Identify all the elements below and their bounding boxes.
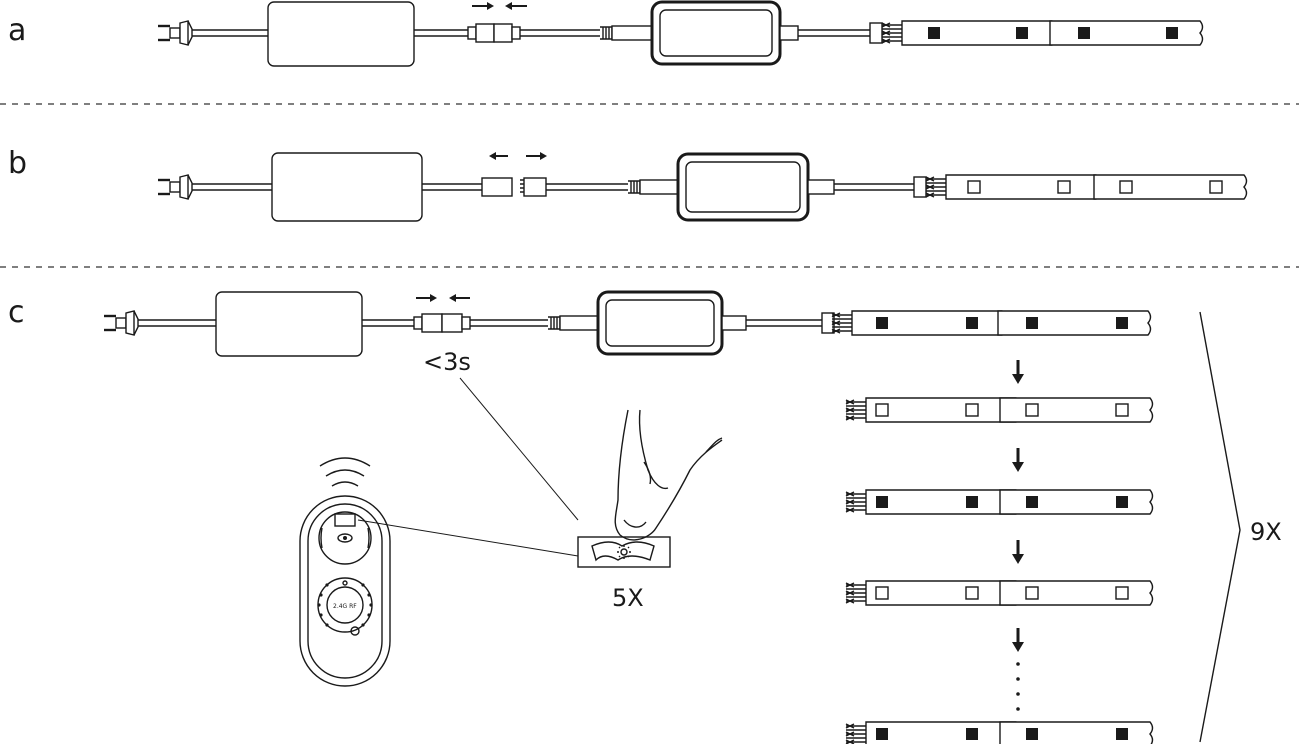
controller-box-icon: [596, 290, 724, 356]
led-on: [1116, 728, 1128, 740]
power-adapter-icon: [271, 152, 423, 222]
controller-box-icon: [676, 152, 810, 222]
connector-icon: [467, 23, 521, 43]
repeat-count-label: 9X: [1250, 518, 1282, 546]
row-a: [156, 0, 1204, 67]
row-c: <3s 5X: [102, 290, 1282, 744]
power-adapter-icon: [215, 291, 363, 357]
section-label-b: b: [8, 146, 27, 181]
led-off: [1115, 586, 1129, 600]
arrow-icon: [472, 2, 527, 10]
led-off: [1025, 403, 1039, 417]
led-on: [1116, 496, 1128, 508]
remote-label: 2.4G RF: [333, 603, 357, 610]
led-off: [875, 403, 889, 417]
led-on: [928, 27, 940, 39]
led-off: [965, 586, 979, 600]
connector-icon: [481, 177, 547, 197]
led-on: [1026, 728, 1038, 740]
led-on: [1166, 27, 1178, 39]
led-on: [876, 728, 888, 740]
sun-icon: [617, 545, 631, 559]
plug-icon: [102, 309, 140, 337]
led-on: [1016, 27, 1028, 39]
led-off: [1057, 180, 1071, 194]
led-on: [1116, 317, 1128, 329]
connector-icon: [413, 313, 471, 333]
blink-sequence: [845, 360, 1154, 744]
led-off: [1115, 403, 1129, 417]
power-adapter-icon: [267, 1, 415, 67]
section-label-a: a: [8, 13, 26, 48]
led-off: [1119, 180, 1133, 194]
controller-box-icon: [650, 0, 782, 66]
plug-icon: [156, 19, 194, 47]
arrow-icon: [489, 152, 547, 160]
led-on: [1026, 496, 1038, 508]
finger-icon: [614, 409, 723, 541]
remote-icon: 2.4G RF: [299, 457, 391, 687]
led-on: [966, 496, 978, 508]
led-on: [1078, 27, 1090, 39]
led-strip-icon: [851, 310, 1152, 336]
led-off: [965, 403, 979, 417]
led-off: [967, 180, 981, 194]
led-off: [875, 586, 889, 600]
led-strip-icon: [901, 20, 1204, 46]
led-on: [876, 317, 888, 329]
led-on: [1026, 317, 1038, 329]
led-off: [1209, 180, 1223, 194]
led-on: [966, 317, 978, 329]
row-b: [156, 152, 1248, 222]
brace-icon: [1199, 311, 1241, 743]
led-off: [1025, 586, 1039, 600]
arrow-icon: [416, 294, 470, 302]
hold-time-label: <3s: [423, 348, 471, 376]
led-strip-icon: [945, 174, 1248, 200]
led-on: [876, 496, 888, 508]
section-label-c: c: [8, 295, 25, 330]
button-icon: [577, 536, 671, 568]
led-on: [966, 728, 978, 740]
plug-icon: [156, 173, 194, 201]
press-count-label: 5X: [612, 584, 644, 612]
